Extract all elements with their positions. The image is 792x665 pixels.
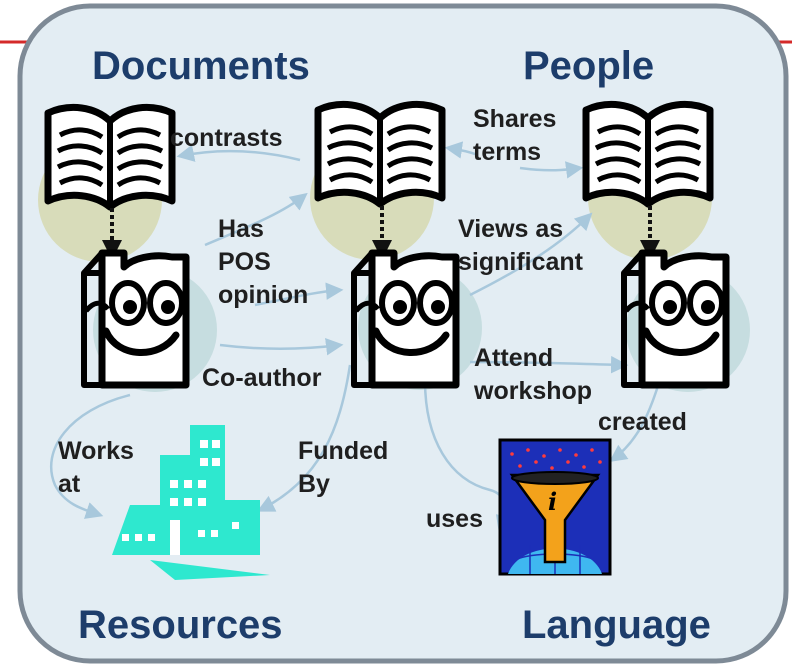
relation-funded-by-line2: By <box>298 470 330 498</box>
relation-shares-terms: Shares terms <box>473 103 556 169</box>
relation-views-line1: Views as <box>458 215 564 243</box>
arrow-views-significant <box>469 212 593 297</box>
relation-works-at-line2: at <box>58 470 81 498</box>
arrow-shares-terms-left <box>444 141 479 159</box>
arrow-funded-by <box>256 364 352 512</box>
information-funnel-icon: i <box>498 438 612 576</box>
relation-attend-workshop-line1: Attend <box>474 344 554 372</box>
relation-has-pos-opinion: Has POS opinion <box>218 213 308 312</box>
open-book-icon <box>586 104 710 204</box>
relation-attend-workshop-line2: workshop <box>474 377 593 405</box>
info-i-glyph: i <box>548 487 557 516</box>
smiley-document-icon <box>84 253 186 385</box>
arrow-works-at <box>49 393 131 519</box>
smiley-document-icon <box>354 253 456 385</box>
arrow-has-opinion-up <box>204 192 308 247</box>
arrow-contrasts <box>176 144 301 162</box>
relation-views-as-significant: Views as significant <box>458 213 583 279</box>
arrow-created <box>609 379 662 463</box>
relation-contrasts: contrasts <box>170 124 283 152</box>
open-book-icon <box>48 107 172 207</box>
arrow-attend-workshop <box>469 355 629 374</box>
arrow-shares-terms-right <box>519 161 584 179</box>
relation-uses: uses <box>426 505 483 533</box>
arrow-has-opinion-right <box>254 282 344 307</box>
relation-shares-terms-line2: terms <box>473 138 542 166</box>
relation-funded-by: Funded By <box>298 435 388 501</box>
relation-has-pos-opinion-line1: Has <box>218 215 264 243</box>
relation-views-line2: significant <box>458 248 584 276</box>
relation-co-author: Co-author <box>202 364 322 392</box>
smiley-document-icon <box>624 253 726 385</box>
relation-has-pos-opinion-line2: POS <box>218 248 271 276</box>
open-book-icon <box>318 104 442 204</box>
relation-works-at-line1: Works <box>58 437 134 465</box>
relation-shares-terms-line1: Shares <box>473 105 557 133</box>
category-people: People <box>523 44 655 88</box>
relation-has-pos-opinion-line3: opinion <box>218 281 309 309</box>
relation-attend-workshop: Attend workshop <box>474 342 592 408</box>
category-language: Language <box>522 603 711 647</box>
category-documents: Documents <box>92 44 310 88</box>
relation-funded-by-line1: Funded <box>298 437 389 465</box>
arrow-co-author <box>219 338 344 356</box>
office-building-icon <box>112 425 270 580</box>
relation-works-at: Works at <box>58 435 134 501</box>
relation-created: created <box>598 408 687 436</box>
category-resources: Resources <box>78 603 283 647</box>
